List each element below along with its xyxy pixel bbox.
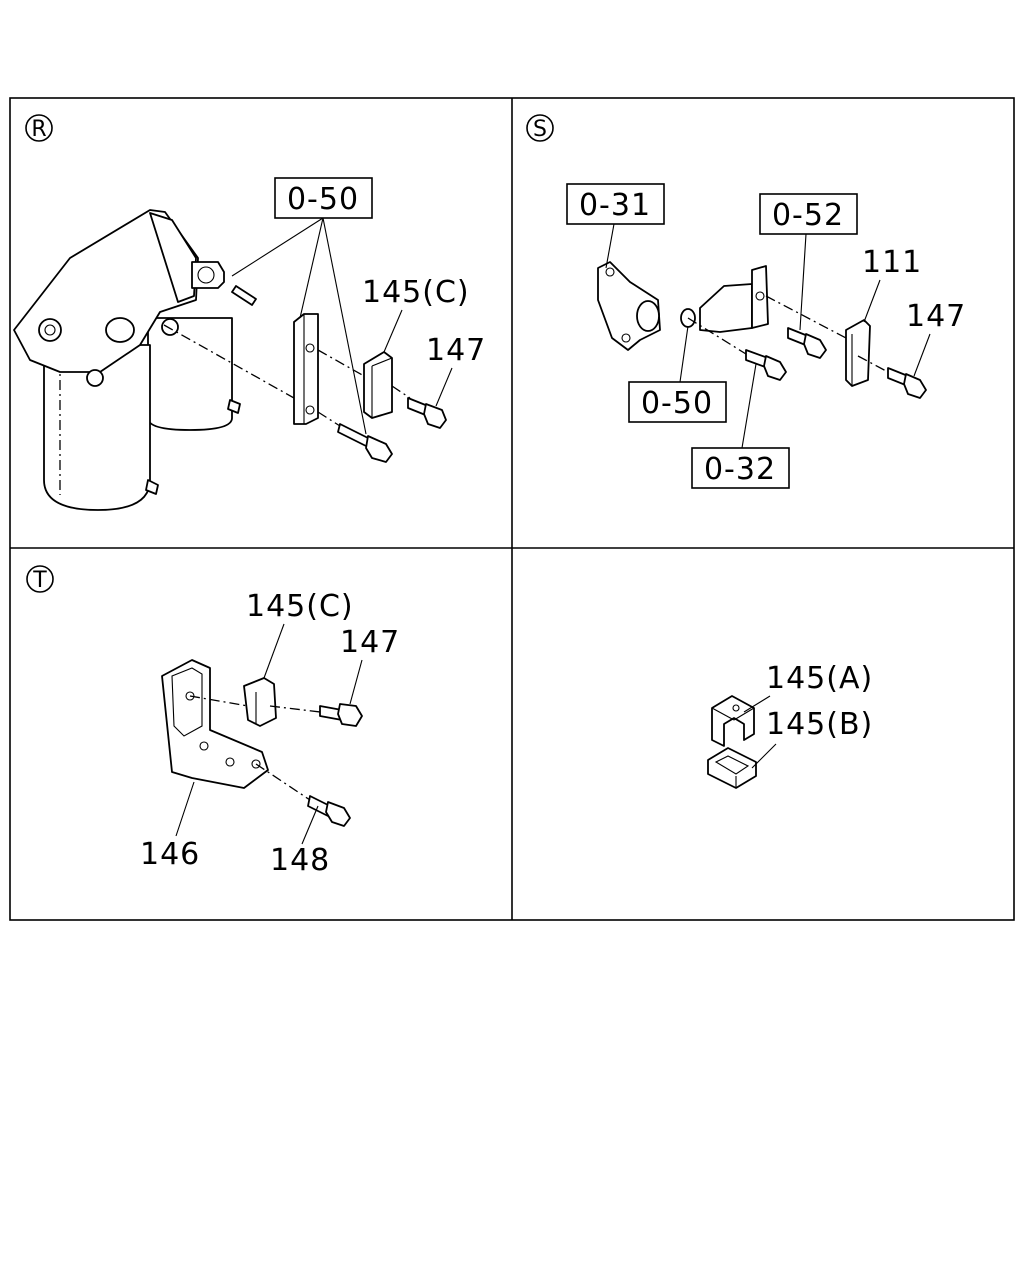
callout-0-31-s: 0-31 bbox=[566, 183, 665, 269]
section-r-marker: R bbox=[25, 114, 53, 142]
section-r: R bbox=[13, 114, 486, 511]
part-111-clip bbox=[845, 319, 871, 387]
callout-0-52-s-label: 0-52 bbox=[772, 198, 844, 233]
callout-0-50-s-label: 0-50 bbox=[641, 386, 713, 421]
callout-145a-label: 145(A) bbox=[766, 661, 873, 696]
callout-145a: 145(A) bbox=[743, 661, 873, 713]
callout-146-t-label: 146 bbox=[140, 837, 200, 872]
section-t-marker: T bbox=[26, 565, 54, 593]
callout-147-r-label: 147 bbox=[426, 333, 486, 368]
bolt-147-r bbox=[407, 397, 447, 429]
callout-145b-label: 145(B) bbox=[766, 707, 873, 742]
callout-111-s: 111 bbox=[862, 245, 922, 323]
callout-148-t-label: 148 bbox=[270, 843, 330, 878]
callout-0-50-r-label: 0-50 bbox=[287, 182, 359, 217]
callout-147-r: 147 bbox=[426, 333, 486, 407]
section-t: T 145(C) bbox=[26, 565, 400, 878]
section-s-marker: S bbox=[526, 114, 554, 142]
bolt-0-32-s bbox=[745, 349, 787, 381]
callout-147-t: 147 bbox=[340, 625, 400, 705]
bolt-long-r bbox=[337, 423, 393, 463]
bolt-0-52-s bbox=[787, 327, 827, 359]
mounting-bracket-r bbox=[293, 313, 319, 425]
section-s-letter: S bbox=[533, 117, 547, 142]
bolt-148-t bbox=[307, 795, 351, 827]
callout-148-t: 148 bbox=[270, 805, 330, 878]
callout-145b: 145(B) bbox=[751, 707, 873, 769]
callout-145c-t-label: 145(C) bbox=[246, 589, 354, 624]
callout-145c-r-label: 145(C) bbox=[362, 275, 470, 310]
callout-0-50-r: 0-50 bbox=[231, 177, 373, 435]
callout-0-52-s: 0-52 bbox=[759, 193, 858, 331]
callout-0-32-s: 0-32 bbox=[691, 363, 790, 489]
bracket-146 bbox=[161, 659, 269, 789]
section-s: S bbox=[526, 114, 966, 489]
section-detail: 145(A) 145(B) bbox=[707, 661, 873, 789]
callout-0-31-s-label: 0-31 bbox=[579, 188, 651, 223]
clip-145b bbox=[707, 747, 757, 789]
callout-147-t-label: 147 bbox=[340, 625, 400, 660]
clip-145c-t bbox=[243, 677, 277, 727]
diagram-grid bbox=[9, 97, 1015, 921]
clip-145a bbox=[711, 695, 755, 747]
callout-111-s-label: 111 bbox=[862, 245, 922, 280]
clip-145c-r bbox=[363, 351, 393, 419]
callout-0-50-s: 0-50 bbox=[628, 325, 727, 423]
callout-147-s: 147 bbox=[906, 299, 966, 377]
callout-145c-t: 145(C) bbox=[246, 589, 354, 679]
callout-145c-r: 145(C) bbox=[362, 275, 470, 353]
callout-147-s-label: 147 bbox=[906, 299, 966, 334]
angle-bracket-s bbox=[680, 265, 769, 333]
fuel-filter-assembly bbox=[13, 209, 257, 511]
callout-146-t: 146 bbox=[140, 781, 200, 872]
callout-0-32-s-label: 0-32 bbox=[704, 452, 776, 487]
section-r-letter: R bbox=[31, 117, 46, 142]
pipe-flange bbox=[597, 261, 661, 351]
section-t-letter: T bbox=[32, 568, 47, 593]
bolt-147-t bbox=[319, 703, 363, 727]
bolt-147-s bbox=[887, 367, 927, 399]
